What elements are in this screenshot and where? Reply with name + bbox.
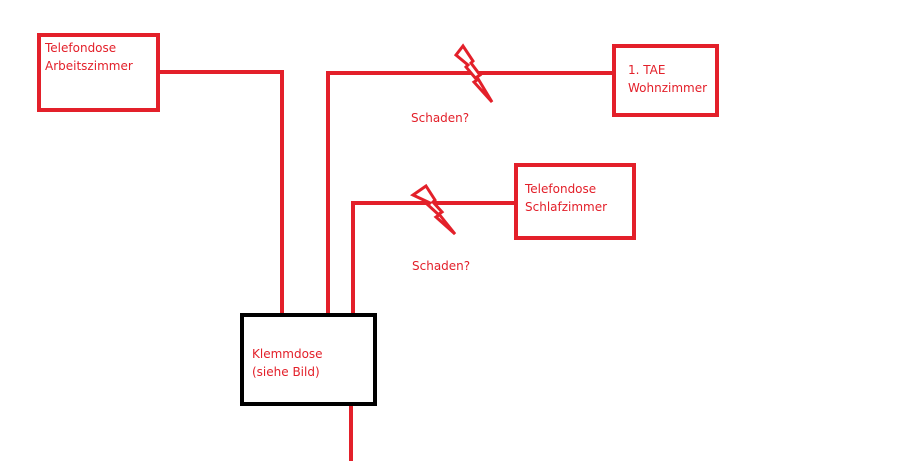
- box-schlafzimmer-label: Telefondose Schlafzimmer: [525, 182, 608, 214]
- box-arbeitszimmer-label: Telefondose Arbeitszimmer: [45, 41, 133, 73]
- damage-note-2: Schaden?: [412, 259, 471, 273]
- damage-note-1: Schaden?: [411, 111, 470, 125]
- wire-arbeitszimmer: [158, 70, 284, 318]
- box-schlafzimmer: Telefondose Schlafzimmer: [514, 163, 636, 240]
- box-arbeitszimmer: Telefondose Arbeitszimmer: [37, 33, 160, 112]
- box-wohnzimmer-label: 1. TAE Wohnzimmer: [628, 63, 708, 95]
- box-klemmdose-label: Klemmdose (siehe Bild): [252, 347, 323, 379]
- wire-wohnzimmer: [326, 71, 615, 318]
- lightning-bolt-icon: [453, 43, 494, 104]
- lightning-bolt-icon: [410, 183, 457, 236]
- box-wohnzimmer: 1. TAE Wohnzimmer: [612, 44, 719, 117]
- wire-schlafzimmer: [351, 201, 517, 318]
- box-klemmdose: Klemmdose (siehe Bild): [240, 313, 377, 406]
